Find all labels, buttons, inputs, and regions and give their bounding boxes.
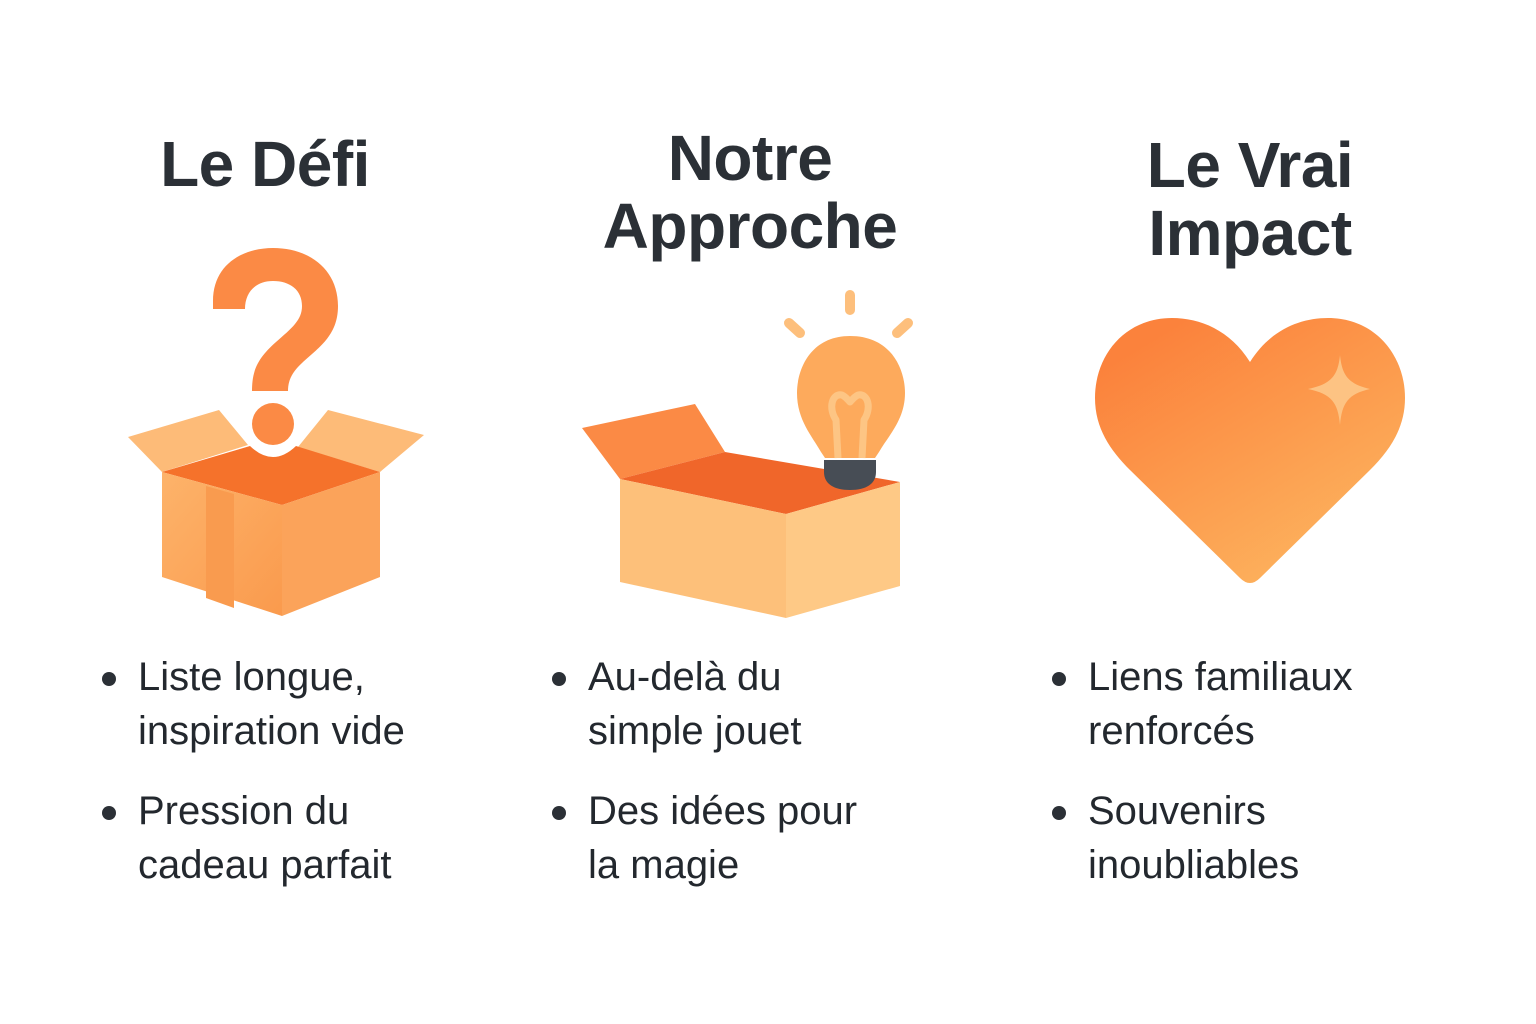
bullet-text: Au-delà du bbox=[588, 655, 782, 699]
bullet-dot-icon bbox=[1052, 806, 1066, 820]
sparkle-heart-icon bbox=[1080, 310, 1430, 600]
bullet-text: inspiration vide bbox=[138, 709, 405, 753]
bullet-list: Au-delà du simple jouet Des idées pour l… bbox=[550, 650, 857, 918]
bullet-item: Souvenirs inoubliables bbox=[1050, 784, 1353, 892]
title-line: Le Défi bbox=[160, 128, 370, 200]
bullet-dot-icon bbox=[102, 806, 116, 820]
bullet-list: Liens familiaux renforcés Souvenirs inou… bbox=[1050, 650, 1353, 918]
bullet-item: Pression du cadeau parfait bbox=[100, 784, 405, 892]
bullet-text: renforcés bbox=[1088, 709, 1255, 753]
column-title: Le Défi bbox=[90, 130, 440, 198]
column-title: Le Vrai Impact bbox=[1070, 131, 1430, 267]
bullet-item: Liens familiaux renforcés bbox=[1050, 650, 1353, 758]
bullet-dot-icon bbox=[552, 672, 566, 686]
bullet-text: Liste longue, bbox=[138, 655, 365, 699]
bullet-dot-icon bbox=[1052, 672, 1066, 686]
bullet-list: Liste longue, inspiration vide Pression … bbox=[100, 650, 405, 918]
title-line: Le Vrai bbox=[1146, 129, 1354, 201]
lightbulb-box-icon bbox=[570, 280, 930, 620]
bullet-text: Pression du bbox=[138, 789, 350, 833]
bullet-item: Des idées pour la magie bbox=[550, 784, 857, 892]
column-title: Notre Approche bbox=[520, 124, 980, 260]
bullet-text: inoubliables bbox=[1088, 843, 1300, 887]
column-approach: Notre Approche Au-delà du simpl bbox=[520, 0, 980, 1024]
bullet-text: Souvenirs bbox=[1088, 789, 1266, 833]
question-box-icon bbox=[110, 240, 470, 630]
bullet-dot-icon bbox=[552, 806, 566, 820]
bullet-dot-icon bbox=[102, 672, 116, 686]
title-line: Impact bbox=[1148, 197, 1352, 269]
title-line: Approche bbox=[602, 190, 898, 262]
title-line: Notre bbox=[667, 122, 833, 194]
bullet-text: Des idées pour bbox=[588, 789, 858, 833]
bullet-item: Au-delà du simple jouet bbox=[550, 650, 857, 758]
bullet-text: la magie bbox=[588, 843, 740, 887]
bullet-text: cadeau parfait bbox=[138, 843, 392, 887]
column-challenge: Le Défi bbox=[60, 0, 500, 1024]
bullet-text: Liens familiaux bbox=[1088, 655, 1353, 699]
column-impact: Le Vrai Impact Liens familiaux renforcés… bbox=[1010, 0, 1490, 1024]
bullet-item: Liste longue, inspiration vide bbox=[100, 650, 405, 758]
bullet-text: simple jouet bbox=[588, 709, 802, 753]
